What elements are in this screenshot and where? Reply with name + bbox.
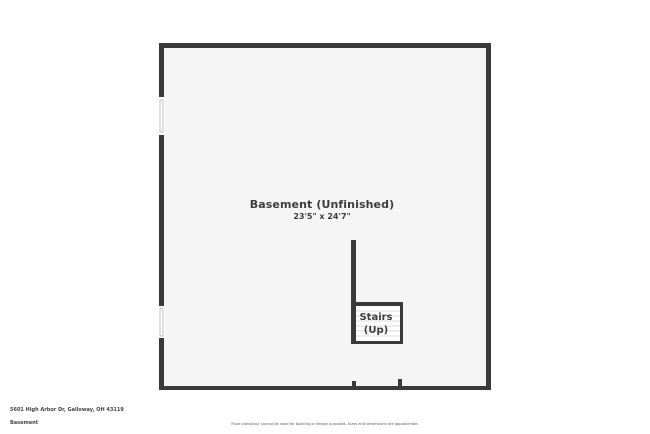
basement-floor <box>162 46 488 387</box>
window-upper <box>158 97 165 135</box>
bottom-wall-notch-right <box>398 379 402 387</box>
left-wall <box>159 43 164 390</box>
stairs-label: Stairs (Up) <box>355 311 397 337</box>
stair-treads <box>356 310 400 337</box>
property-address: 5601 High Arbor Dr, Galloway, OH 43119 <box>10 407 124 413</box>
stairs-bottom-wall <box>351 341 403 344</box>
disclaimer-text: Floor plans/tour cannot be used for buil… <box>231 422 419 426</box>
window-lower <box>158 306 165 338</box>
room-name-label: Basement (Unfinished) <box>249 198 395 211</box>
floor-name: Basement <box>10 420 39 426</box>
right-wall <box>486 43 491 390</box>
top-wall <box>159 43 491 48</box>
bottom-wall-notch-left <box>352 381 356 387</box>
bottom-wall <box>159 386 491 390</box>
interior-wall <box>351 240 356 344</box>
stairs-label-line1: Stairs <box>359 312 393 323</box>
stairs-right-wall <box>400 302 403 344</box>
room-dimensions-label: 23'5" x 24'7" <box>293 212 351 221</box>
stairs-label-line2: (Up) <box>363 325 389 336</box>
stairs-floor <box>356 306 400 341</box>
stairs-top-wall <box>351 302 403 306</box>
